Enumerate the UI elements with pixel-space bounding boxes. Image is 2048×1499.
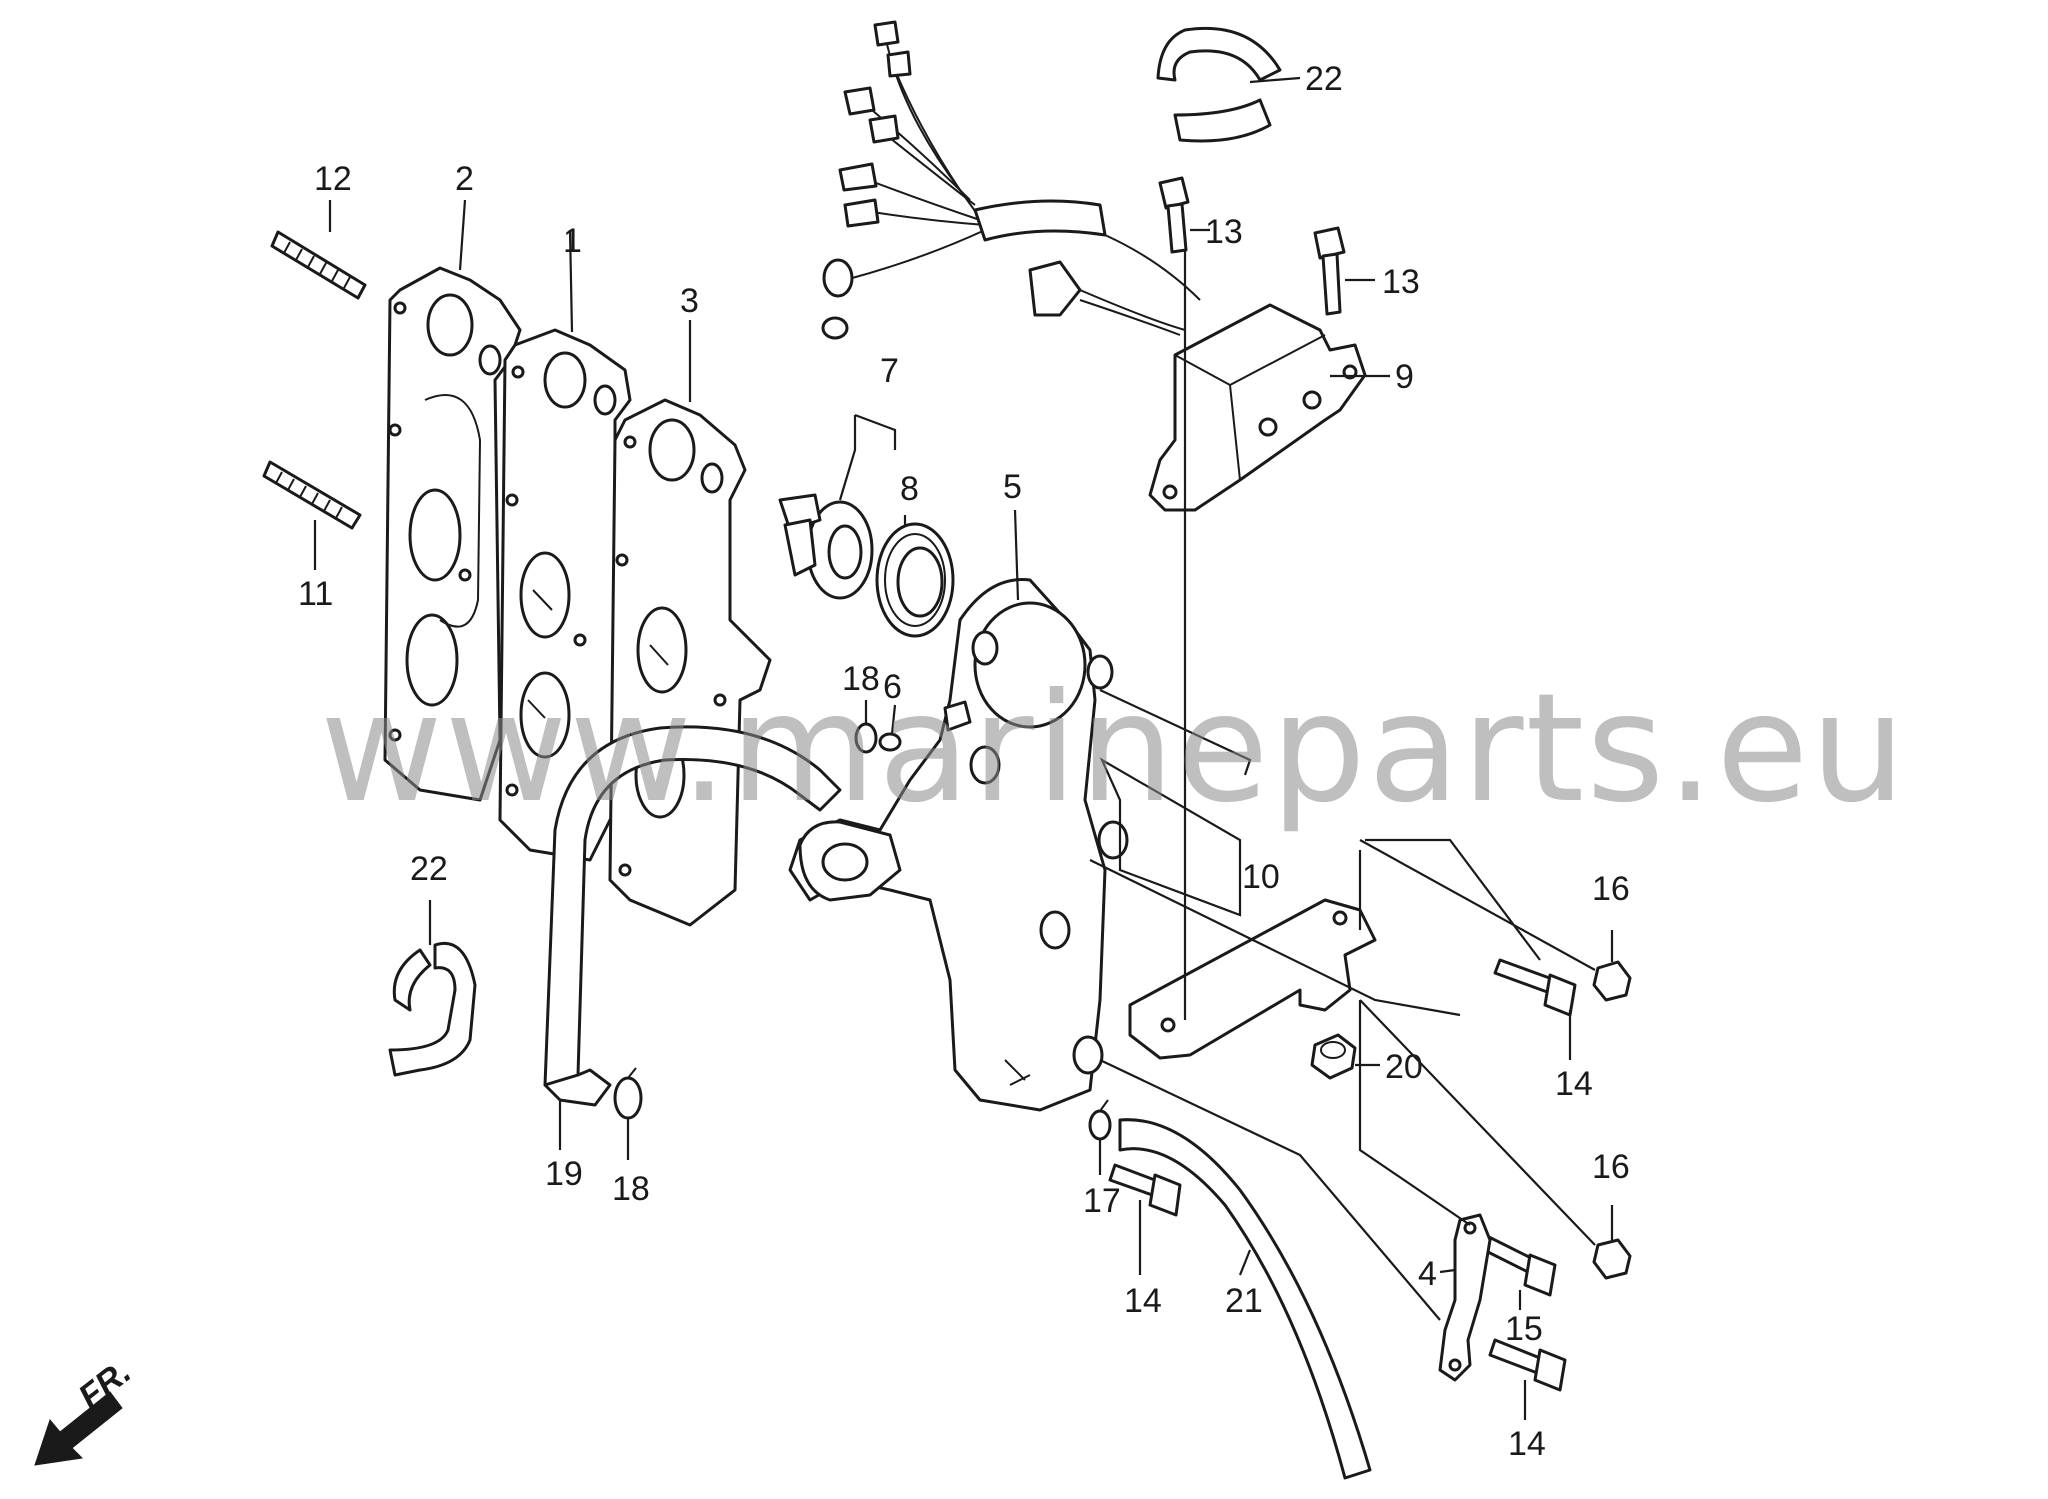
clip-18-lower[interactable] [613, 1067, 643, 1120]
rectifier-9[interactable] [1148, 303, 1367, 512]
callout-18-upper: 18 [842, 660, 880, 698]
callout-22-upper: 22 [1305, 60, 1343, 98]
callout-10: 10 [1242, 858, 1280, 896]
callout-6: 6 [883, 668, 902, 706]
stud-12[interactable] [270, 230, 367, 300]
callout-9: 9 [1395, 358, 1414, 396]
callout-11: 11 [298, 575, 333, 613]
hose-21[interactable] [1118, 1118, 1372, 1480]
front-direction-indicator: FR. [34, 1353, 139, 1466]
nut-20[interactable] [1310, 1033, 1357, 1080]
callout-3: 3 [680, 282, 699, 320]
callout-4: 4 [1418, 1255, 1437, 1293]
leader-lines [313, 76, 1614, 1420]
thermostat-housing-5[interactable] [788, 578, 1129, 1112]
watermark: www.marineparts.eu [320, 662, 1908, 836]
callout-14-middle: 14 [1124, 1282, 1162, 1320]
clamp-band-22-lower[interactable] [388, 942, 477, 1077]
thermostat-7[interactable] [778, 493, 874, 600]
callout-17: 17 [1083, 1182, 1121, 1220]
wire-harness[interactable] [821, 20, 1201, 340]
callout-20: 20 [1385, 1048, 1423, 1086]
callout-8: 8 [900, 470, 919, 508]
plate-3[interactable] [608, 398, 772, 927]
stud-11[interactable] [262, 460, 362, 530]
callout-22-lower: 22 [410, 850, 448, 888]
callout-13-right: 13 [1382, 263, 1420, 301]
callout-labels: 12 2 1 3 11 7 8 5 22 13 13 9 18 6 10 16 … [298, 60, 1630, 1463]
callout-21: 21 [1225, 1282, 1263, 1320]
bolt-14-middle[interactable] [1108, 1163, 1182, 1217]
callout-19: 19 [545, 1155, 583, 1193]
callout-14-upper: 14 [1555, 1065, 1593, 1103]
callout-2: 2 [455, 160, 474, 198]
bolt-13-right[interactable] [1313, 226, 1346, 316]
cap-nut-16-upper[interactable] [1592, 960, 1632, 1002]
bolt-14-lower[interactable] [1488, 1338, 1567, 1392]
gasket-1[interactable] [498, 328, 632, 862]
clip-17[interactable] [1088, 1099, 1112, 1141]
callout-7: 7 [880, 352, 899, 390]
callout-16-lower: 16 [1592, 1148, 1630, 1186]
callout-16-upper: 16 [1592, 870, 1630, 908]
seal-8[interactable] [875, 522, 955, 638]
callout-5: 5 [1003, 468, 1022, 506]
front-label: FR. [72, 1353, 139, 1417]
callout-13-left: 13 [1205, 213, 1243, 251]
callout-14-lower: 14 [1508, 1425, 1546, 1463]
bolt-14-upper[interactable] [1493, 958, 1577, 1017]
bracket-4[interactable] [1438, 1213, 1492, 1382]
gasket-2[interactable] [383, 266, 522, 802]
callout-15: 15 [1505, 1310, 1543, 1348]
cap-nut-16-lower[interactable] [1592, 1238, 1632, 1280]
callout-18-lower: 18 [612, 1170, 650, 1208]
bolt-13-left[interactable] [1158, 176, 1190, 254]
front-arrow-icon [34, 1391, 123, 1466]
callout-12: 12 [314, 160, 352, 198]
clamp-band-22-upper[interactable] [1156, 26, 1282, 143]
nut-6[interactable] [878, 732, 902, 752]
callout-1: 1 [563, 222, 582, 260]
